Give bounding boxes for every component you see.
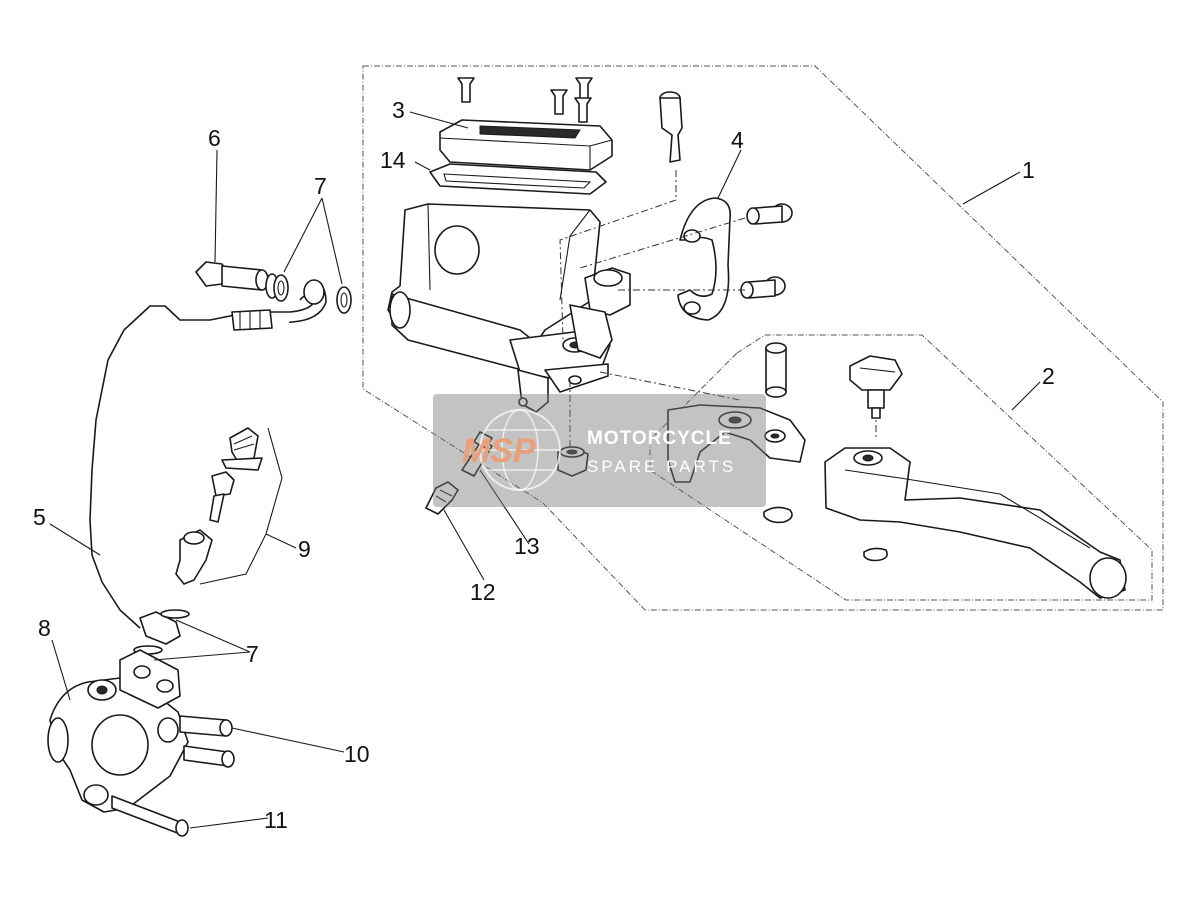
banjo-bolt: [195, 261, 279, 299]
callout-13: 13: [514, 533, 540, 559]
switch-plunger: [461, 431, 493, 477]
callout-6: 6: [208, 125, 221, 151]
bleeder-cap: [221, 427, 263, 471]
reservoir-cap: [439, 119, 613, 171]
pivot-bolt: [659, 91, 683, 163]
callout-4: 4: [731, 127, 744, 153]
callout-11: 11: [264, 807, 288, 833]
nut: [557, 446, 589, 477]
leader-lines: [49, 111, 1041, 829]
switch-sensor: [425, 481, 459, 515]
assembly-line-b: [579, 217, 746, 269]
callout-1: 1: [1022, 157, 1035, 183]
watermark-logo: MSP: [462, 432, 536, 470]
clutch-lever: [824, 447, 1127, 599]
handlebar-clamp: [677, 197, 732, 321]
master-cylinder-body: [387, 203, 631, 413]
callout-3: 3: [392, 97, 405, 123]
callout-2: 2: [1042, 363, 1055, 389]
lever-pin: [765, 342, 787, 398]
cap-screws: [457, 77, 593, 123]
slave-cylinder: [47, 649, 189, 813]
assembly-line-a: [559, 170, 677, 341]
assembly-1-outline: [362, 65, 1164, 611]
slave-cylinder-screws: [111, 715, 235, 837]
callout-14: 14: [380, 147, 406, 173]
watermark-line2: SPARE PARTS: [587, 457, 736, 476]
bleeder-body: [175, 529, 213, 585]
watermark-box: [433, 394, 766, 507]
callout-12: 12: [470, 579, 496, 605]
clamp-bolts: [740, 203, 793, 299]
clutch-hose: [89, 279, 327, 645]
assembly-line-e: [599, 371, 741, 401]
callout-7-bottom: 7: [246, 641, 259, 667]
callout-8: 8: [38, 615, 51, 641]
circlips: [763, 506, 888, 562]
copper-washers-top: [273, 274, 352, 314]
assembly-2-outline: [649, 334, 1153, 601]
callout-7-top: 7: [314, 173, 327, 199]
watermark-line1: MOTORCYCLE: [587, 428, 732, 449]
callout-5: 5: [33, 504, 46, 530]
callout-9: 9: [298, 536, 311, 562]
reservoir-gasket: [429, 163, 607, 195]
callout-10: 10: [344, 741, 370, 767]
lever-bracket: [667, 404, 806, 483]
adjuster-knob: [849, 355, 903, 419]
watermark: MSP MOTORCYCLE SPARE PARTS: [433, 394, 766, 507]
bleeder-screw: [209, 471, 235, 523]
